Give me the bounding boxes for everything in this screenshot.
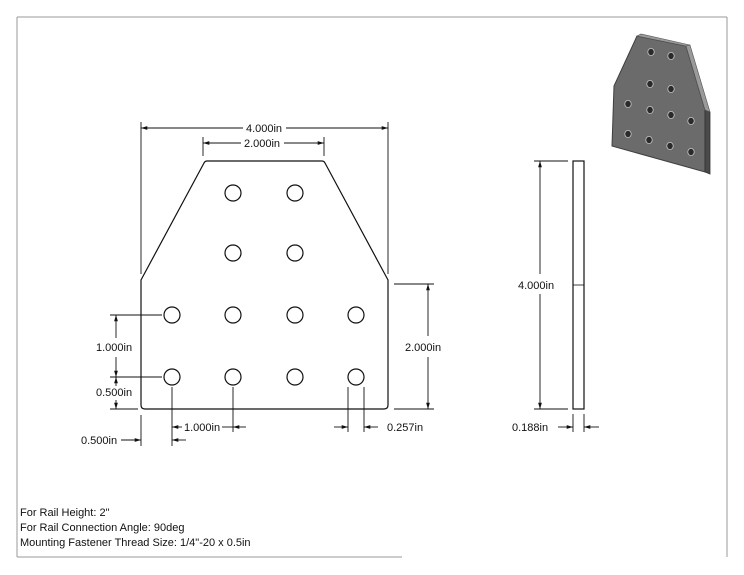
spec-notes: For Rail Height: 2" For Rail Connection … (20, 506, 251, 551)
dim-horizontal-pitch: 1.000in (184, 422, 220, 434)
hole (224, 368, 242, 386)
dim-overall-width: 4.000in (246, 123, 282, 135)
iso-holes (624, 48, 695, 156)
dim-right-height: 2.000in (405, 342, 441, 354)
hole (286, 306, 304, 324)
dim-thickness: 0.188in (512, 422, 548, 434)
dim-hole-diameter: 0.257in (387, 422, 423, 434)
dim-bottom-edge: 0.500in (96, 387, 132, 399)
note-connection-angle: For Rail Connection Angle: 90deg (20, 522, 185, 534)
hole (286, 244, 304, 262)
dim-top-width: 2.000in (244, 138, 280, 150)
note-rail-height: For Rail Height: 2" (20, 507, 110, 519)
isometric-view (611, 33, 711, 175)
note-fastener-size: Mounting Fastener Thread Size: 1/4"-20 x… (20, 537, 251, 549)
hole (224, 184, 242, 202)
dimension-lines-front (110, 122, 434, 446)
hole-pattern (163, 184, 365, 386)
hole (286, 184, 304, 202)
iso-plate-top-bevel (636, 33, 691, 47)
dim-side-height: 4.000in (518, 280, 554, 292)
plate-outline-front (140, 160, 389, 410)
dim-left-edge: 0.500in (81, 435, 117, 447)
hole (163, 306, 181, 324)
hole (286, 368, 304, 386)
dim-vertical-pitch: 1.000in (96, 342, 132, 354)
iso-plate-edge (704, 109, 711, 175)
hole (163, 368, 181, 386)
hole (347, 368, 365, 386)
dimension-lines-side (534, 160, 599, 432)
hole (347, 306, 365, 324)
hole (224, 244, 242, 262)
hole (224, 306, 242, 324)
